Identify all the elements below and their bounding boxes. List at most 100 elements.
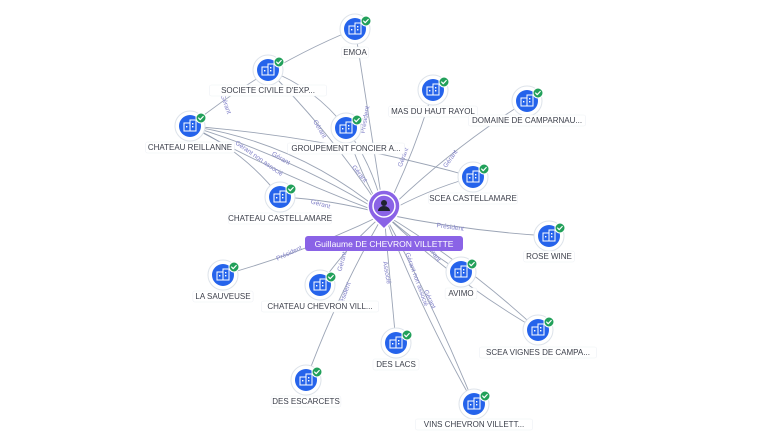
edge-label-gfa_b: Gérant: [350, 164, 368, 184]
company-node-vins[interactable]: VINS CHEVRON VILLETT...: [415, 388, 533, 431]
company-node-vignes[interactable]: SCEA VIGNES DE CAMPA...: [479, 314, 597, 359]
building-icon: [466, 170, 480, 183]
node-label: SOCIETE CIVILE D'EXP...: [221, 86, 315, 95]
node-label-background: [388, 105, 478, 118]
company-node-sauveuse[interactable]: LA SAUVEUSE: [192, 259, 254, 303]
node-label: LA SAUVEUSE: [195, 292, 250, 301]
company-node-camparnau[interactable]: DOMAINE DE CAMPARNAU...: [468, 85, 586, 127]
node-label: SCEA VIGNES DE CAMPA...: [486, 348, 590, 357]
node-label-background: [372, 358, 420, 371]
node-label: SCEA CASTELLAMARE: [429, 194, 517, 203]
node-label: AVIMO: [448, 289, 473, 298]
edge-label-deslacs: Associé: [381, 261, 392, 285]
edge-label-castellamare: Gérant: [310, 199, 331, 211]
node-label: CHATEAU CHEVRON VILL...: [267, 302, 372, 311]
center-label-background: [305, 236, 463, 251]
verified-check-icon: [285, 183, 297, 195]
node-label-background: [523, 250, 575, 263]
building-icon: [531, 323, 545, 336]
verified-check-icon: [351, 114, 363, 126]
person-icon: [378, 200, 390, 211]
building-icon: [261, 63, 275, 76]
verified-check-icon: [360, 15, 372, 27]
company-node-escarcets[interactable]: DES ESCARCETS: [270, 364, 342, 408]
verified-check-icon: [554, 222, 566, 234]
verified-check-icon: [325, 271, 337, 283]
verified-check-icon: [543, 316, 555, 328]
edge-label-gfa_a: Gérant: [311, 119, 327, 140]
company-node-gfa[interactable]: GROUPEMENT FONCIER A...: [287, 112, 405, 155]
building-icon: [299, 373, 313, 386]
company-node-chevron[interactable]: CHATEAU CHEVRON VILL...: [261, 269, 379, 313]
node-label: DES ESCARCETS: [272, 397, 340, 406]
verified-check-icon: [195, 112, 207, 124]
building-icon: [313, 278, 327, 291]
edge-label-camparnau: Gérant: [442, 149, 459, 169]
node-label-background: [287, 142, 405, 155]
company-node-avimo[interactable]: AVIMO: [444, 256, 478, 300]
node-label-background: [428, 192, 518, 205]
building-icon: [273, 190, 287, 203]
edge-reillanne-3: [189, 125, 385, 215]
company-node-reillanne[interactable]: CHATEAU REILLANNE: [145, 110, 235, 154]
nodes-layer: EMOA SOCIETE CIVILE D'EXP... CHATEAU REILL…: [145, 13, 597, 431]
company-node-deslacs[interactable]: DES LACS: [372, 327, 420, 371]
node-label-background: [479, 346, 597, 359]
verified-check-icon: [478, 163, 490, 175]
edge-label-emoa: Président: [360, 105, 372, 133]
node-label-background: [261, 300, 379, 313]
node-label: GROUPEMENT FONCIER A...: [291, 144, 400, 153]
edge-label-scexp: Gérant: [219, 94, 232, 115]
node-label-background: [145, 141, 235, 154]
verified-check-icon: [273, 56, 285, 68]
company-node-castellamare[interactable]: CHATEAU CASTELLAMARE: [228, 181, 332, 225]
building-icon: [216, 268, 230, 281]
building-icon: [183, 119, 197, 132]
node-label-background: [444, 287, 478, 300]
node-label: DES LACS: [376, 360, 416, 369]
node-label-background: [415, 418, 533, 431]
company-node-rose[interactable]: ROSE WINE: [523, 220, 575, 263]
node-label-background: [468, 114, 586, 127]
edge-label-chevron_b: Gérant: [337, 251, 349, 272]
building-icon: [454, 265, 468, 278]
node-label: VINS CHEVRON VILLETT...: [424, 420, 524, 429]
node-label-background: [341, 46, 369, 59]
edge-label-rose: Président: [436, 222, 464, 233]
edge-reillanne-4: [189, 125, 385, 215]
verified-check-icon: [479, 390, 491, 402]
building-icon: [426, 83, 440, 96]
edge-escarcets-18: [305, 213, 385, 381]
node-label: CHATEAU CASTELLAMARE: [228, 214, 332, 223]
node-label: ROSE WINE: [526, 252, 572, 261]
edge-sauveuse-12: [222, 213, 385, 276]
building-icon: [348, 22, 362, 35]
building-icon: [520, 94, 534, 107]
center-person-node[interactable]: Guillaume DE CHEVRON VILLETTE: [305, 189, 463, 251]
node-label-background: [209, 84, 327, 97]
node-label: EMOA: [343, 48, 367, 57]
building-icon: [389, 336, 403, 349]
node-label: DOMAINE DE CAMPARNAU...: [472, 116, 582, 125]
node-label-background: [228, 212, 332, 225]
company-node-scexp[interactable]: SOCIETE CIVILE D'EXP...: [209, 54, 327, 97]
verified-check-icon: [532, 87, 544, 99]
company-node-scea[interactable]: SCEA CASTELLAMARE: [428, 161, 518, 205]
edge-camparnau-8: [383, 100, 528, 215]
node-label: CHATEAU REILLANNE: [148, 143, 232, 152]
verified-check-icon: [438, 76, 450, 88]
verified-check-icon: [401, 329, 413, 341]
verified-check-icon: [228, 261, 240, 273]
building-icon: [542, 229, 556, 242]
company-node-rayol[interactable]: MAS DU HAUT RAYOL: [388, 74, 478, 118]
node-label-background: [192, 290, 254, 303]
building-icon: [467, 397, 481, 410]
verified-check-icon: [311, 366, 323, 378]
company-node-emoa[interactable]: EMOA: [339, 13, 372, 59]
verified-check-icon: [466, 258, 478, 270]
center-person-label: Guillaume DE CHEVRON VILLETTE: [315, 239, 454, 249]
edge-label-sauveuse: Président: [275, 245, 303, 263]
building-icon: [339, 121, 353, 134]
node-label: MAS DU HAUT RAYOL: [391, 107, 475, 116]
